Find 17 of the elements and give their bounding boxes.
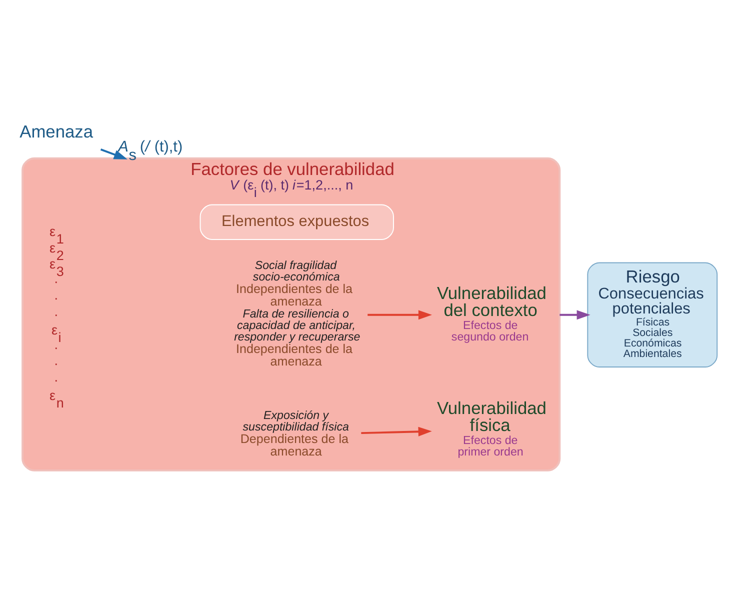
arrow (560, 310, 590, 320)
arrow (361, 426, 432, 436)
label: · (54, 372, 58, 388)
arrow (368, 310, 432, 320)
label: · (54, 306, 58, 322)
label: · (54, 340, 58, 355)
arrow (100, 148, 128, 160)
node-text: Vulnerabilidad del contexto Efectos de segundo orden (436, 282, 546, 344)
node-text: Social fragilidad socio-económica Independientes de la amenaza Falta de resiliencia o capacidad de anticipar, responder y recuperarse Independientes de la amenaza (234, 260, 360, 368)
node-text: Amenaza (20, 122, 94, 142)
label: · (54, 290, 58, 306)
node-box: Elementos expuestos (200, 204, 394, 240)
label: · (54, 274, 58, 290)
node-text: Vulnerabilidad física Efectos de primer orden (436, 398, 546, 459)
node-box: Riesgo Consecuencias potenciales Físicas Sociales Económicas Ambientales (587, 262, 718, 368)
label: · (54, 356, 58, 372)
node-text: Exposición y susceptibilidad física Dependientes de la amenaza (240, 410, 349, 458)
